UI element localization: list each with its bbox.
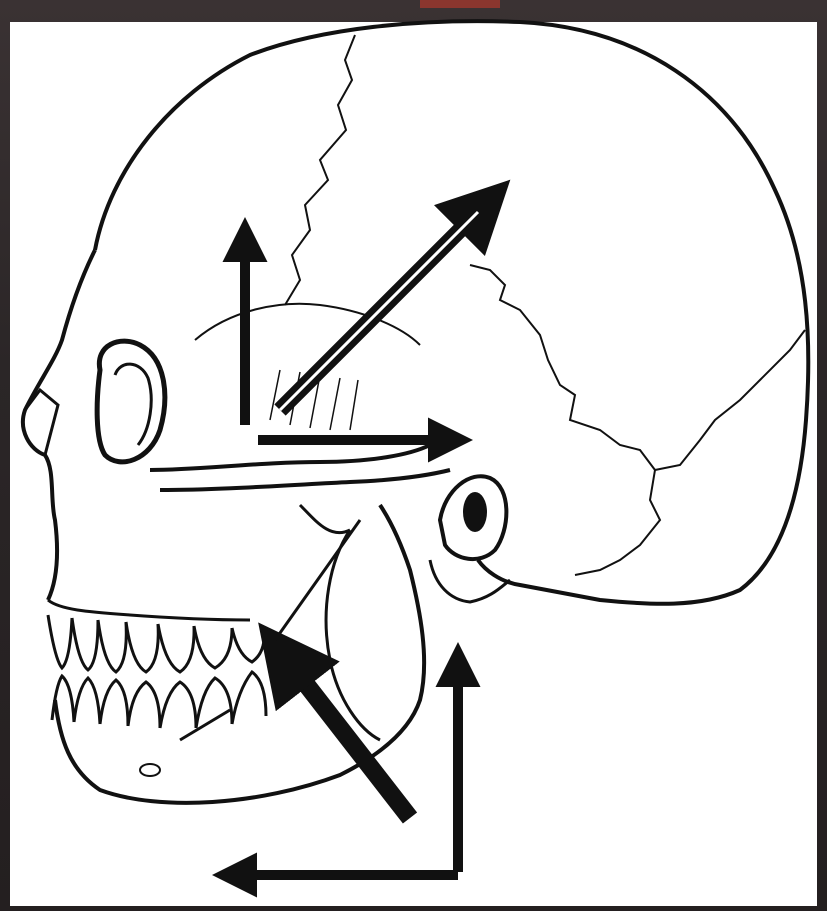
arrow-temporal-diagonal-highlight xyxy=(280,212,478,410)
orbit-inner xyxy=(115,364,151,445)
lower-teeth xyxy=(52,672,266,728)
masseter-ridge xyxy=(180,710,230,740)
orbit xyxy=(97,341,165,462)
mental-foramen xyxy=(140,764,160,776)
upper-teeth xyxy=(48,615,264,672)
occipital-suture xyxy=(575,470,660,575)
lambdoid-suture xyxy=(470,265,805,470)
mastoid-process xyxy=(430,560,510,602)
ear-canal-opening xyxy=(463,492,487,532)
top-accent xyxy=(420,0,500,8)
masseter-guide-line xyxy=(275,520,360,640)
coronoid-process xyxy=(300,505,350,533)
cranium-outline xyxy=(95,21,808,604)
maxilla xyxy=(48,600,250,620)
zygomatic-arch xyxy=(150,445,450,490)
coronal-suture xyxy=(285,35,355,305)
face-profile xyxy=(23,250,95,600)
arrow-masseter-diagonal xyxy=(278,648,410,818)
